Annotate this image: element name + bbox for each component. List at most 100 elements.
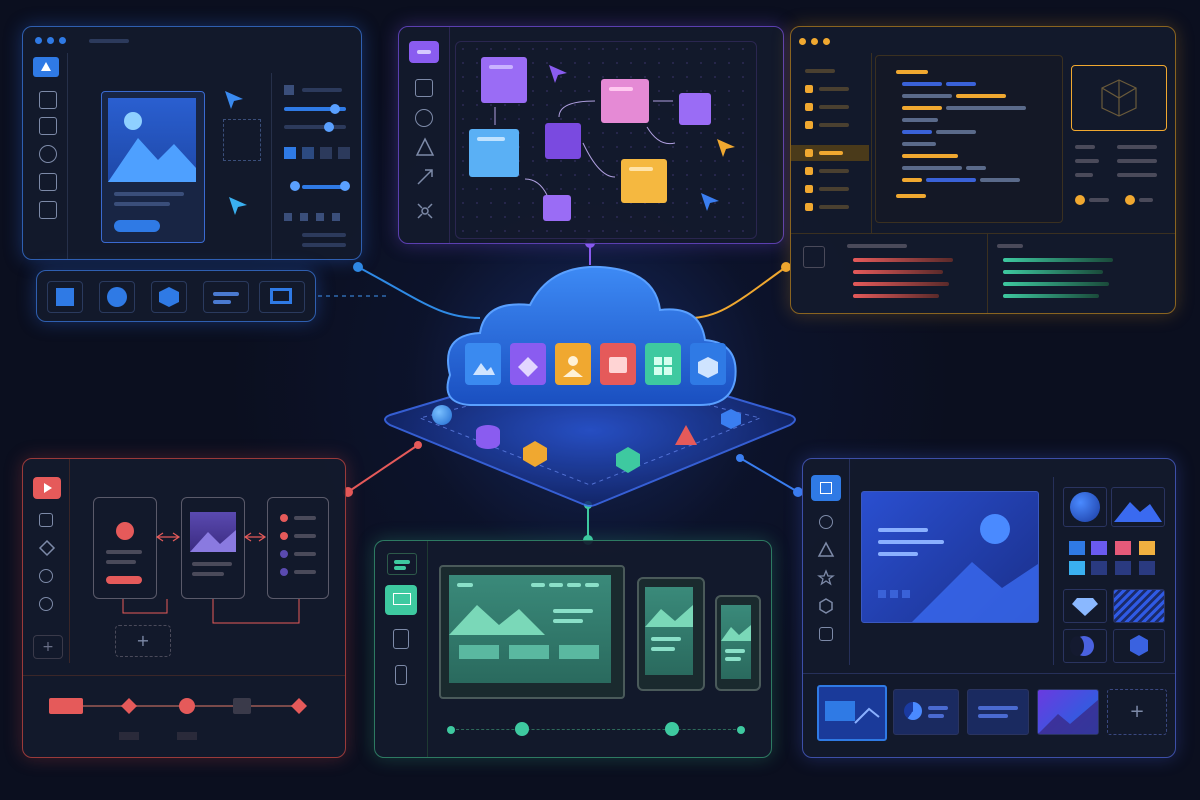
tablet-preview[interactable] xyxy=(637,577,705,691)
slider-track[interactable] xyxy=(284,107,346,111)
timeline-keyframe[interactable] xyxy=(179,698,195,714)
frame-icon[interactable] xyxy=(811,475,841,501)
file-item[interactable] xyxy=(805,185,859,193)
triangle-icon[interactable] xyxy=(817,541,835,559)
layers-icon[interactable] xyxy=(39,201,57,219)
slider-thumb[interactable] xyxy=(290,181,300,191)
asset-tile[interactable] xyxy=(1111,487,1165,527)
asset-tile[interactable] xyxy=(1063,629,1107,663)
color-swatch[interactable] xyxy=(284,147,296,159)
transform-tool-icon[interactable] xyxy=(39,117,57,135)
desktop-icon[interactable] xyxy=(385,585,417,615)
timeline-keyframe[interactable] xyxy=(119,696,139,716)
photo-file-icon[interactable] xyxy=(555,343,591,385)
sticky-note[interactable] xyxy=(601,79,649,123)
color-swatch[interactable] xyxy=(338,147,350,159)
search-icon[interactable] xyxy=(39,145,57,163)
timeline-keyframe[interactable] xyxy=(289,696,309,716)
shape-file-icon[interactable] xyxy=(510,343,546,385)
add-icon[interactable]: + xyxy=(33,635,63,659)
thumbnail-selected[interactable] xyxy=(817,685,887,741)
breakpoint-dot[interactable] xyxy=(447,726,455,734)
code-area[interactable] xyxy=(875,55,1063,223)
sticky-note[interactable] xyxy=(469,129,519,177)
align-icon[interactable] xyxy=(284,213,292,221)
slider-thumb[interactable] xyxy=(330,104,340,114)
sticky-note[interactable] xyxy=(545,123,581,159)
hexagon-shape-icon[interactable] xyxy=(151,281,187,313)
add-asset-button[interactable]: + xyxy=(1107,689,1167,735)
hexagon-icon[interactable] xyxy=(817,597,835,615)
file-item[interactable] xyxy=(805,203,859,211)
play-icon[interactable] xyxy=(33,477,61,499)
slider-track[interactable] xyxy=(284,125,346,129)
sticky-note[interactable] xyxy=(621,159,667,203)
phone-preview[interactable] xyxy=(715,595,761,691)
file-item[interactable] xyxy=(805,103,859,111)
tablet-icon[interactable] xyxy=(393,629,409,649)
timeline-keyframe[interactable] xyxy=(233,698,251,714)
breakpoint-thumb[interactable] xyxy=(515,722,529,736)
file-item-selected[interactable] xyxy=(791,145,869,161)
breakpoint-thumb[interactable] xyxy=(665,722,679,736)
align-icon[interactable] xyxy=(300,213,308,221)
crop-tool-icon[interactable] xyxy=(39,91,57,109)
menu-icon[interactable] xyxy=(409,41,439,63)
desktop-preview[interactable] xyxy=(439,565,625,699)
spreadsheet-file-icon[interactable] xyxy=(645,343,681,385)
thumbnail[interactable] xyxy=(1037,689,1099,735)
circle-shape-icon[interactable] xyxy=(99,281,135,313)
align-icon[interactable] xyxy=(316,213,324,221)
triangle-tool-icon[interactable] xyxy=(415,137,435,157)
primary-button[interactable] xyxy=(114,220,160,232)
copy-icon[interactable] xyxy=(39,513,53,527)
timeline-keyframe[interactable] xyxy=(49,698,83,714)
breakpoint-slider[interactable] xyxy=(451,729,741,732)
flow-tool-icon[interactable] xyxy=(415,201,435,221)
file-item[interactable] xyxy=(805,167,859,175)
diamond-icon[interactable] xyxy=(38,539,56,557)
sticky-note[interactable] xyxy=(679,93,711,125)
align-icon[interactable] xyxy=(332,213,340,221)
square-shape-icon[interactable] xyxy=(47,281,83,313)
slider-track[interactable] xyxy=(302,185,348,189)
main-canvas-preview[interactable] xyxy=(861,491,1039,623)
arrow-tool-icon[interactable] xyxy=(415,167,435,187)
image-file-icon[interactable] xyxy=(465,343,501,385)
asset-tile[interactable] xyxy=(1113,589,1165,623)
frame-icon[interactable] xyxy=(259,281,305,313)
file-item[interactable] xyxy=(805,85,859,93)
screen-card[interactable] xyxy=(267,497,329,599)
3d-preview[interactable] xyxy=(1071,65,1167,131)
color-swatch[interactable] xyxy=(302,147,314,159)
text-lines-icon[interactable] xyxy=(203,281,249,313)
select-tool-icon[interactable] xyxy=(33,57,59,77)
presentation-file-icon[interactable] xyxy=(600,343,636,385)
sticky-note[interactable] xyxy=(481,57,527,103)
slider-thumb[interactable] xyxy=(324,122,334,132)
file-item[interactable] xyxy=(805,121,859,129)
circle-icon[interactable] xyxy=(819,515,833,529)
thumbnail[interactable] xyxy=(893,689,959,735)
screen-card[interactable] xyxy=(181,497,245,599)
color-swatch[interactable] xyxy=(320,147,332,159)
breakpoint-dot[interactable] xyxy=(737,726,745,734)
sticky-note[interactable] xyxy=(543,195,571,221)
image-canvas-card[interactable] xyxy=(101,91,205,243)
slider-thumb[interactable] xyxy=(340,181,350,191)
star-icon[interactable] xyxy=(817,569,835,587)
cube-icon[interactable] xyxy=(803,246,825,268)
asset-tile[interactable] xyxy=(1063,589,1107,623)
resize-icon[interactable] xyxy=(39,173,57,191)
circle-icon[interactable] xyxy=(39,597,53,611)
add-screen-placeholder[interactable]: + xyxy=(115,625,171,657)
asset-tile[interactable] xyxy=(1113,629,1165,663)
asset-tile[interactable] xyxy=(1063,487,1107,527)
screen-card[interactable] xyxy=(93,497,157,599)
selection-placeholder[interactable] xyxy=(223,119,261,161)
cube-file-icon[interactable] xyxy=(690,343,726,385)
pattern-icon[interactable] xyxy=(819,627,833,641)
thumbnail[interactable] xyxy=(967,689,1029,735)
square-tool-icon[interactable] xyxy=(415,79,433,97)
circle-icon[interactable] xyxy=(39,569,53,583)
